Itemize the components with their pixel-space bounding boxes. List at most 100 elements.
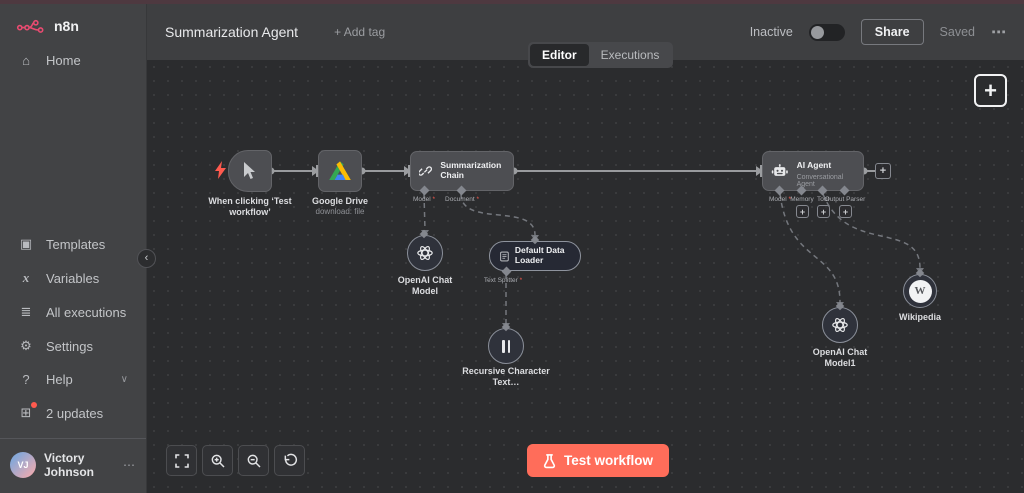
logo-row[interactable]: n8n xyxy=(0,4,146,44)
active-toggle[interactable] xyxy=(808,23,845,41)
zoom-in-button[interactable] xyxy=(202,445,233,476)
splitter-bars-icon xyxy=(502,339,510,353)
sidebar-item-label: All executions xyxy=(46,304,127,320)
wikipedia-icon: W xyxy=(908,279,932,303)
brand-name: n8n xyxy=(54,18,79,34)
port-label: Output Parser xyxy=(824,196,866,203)
sidebar-spacer xyxy=(0,77,146,227)
header-actions: Inactive Share Saved ⋯ xyxy=(750,19,1006,45)
sidebar-item-label: 2 updates xyxy=(46,405,104,421)
workflow-title[interactable]: Summarization Agent xyxy=(165,24,299,40)
tab-editor[interactable]: Editor xyxy=(530,44,589,66)
port-label: Text Splitter * xyxy=(483,277,523,284)
user-menu[interactable]: VJ Victory Johnson ⋯ xyxy=(0,439,146,493)
port-label: Model * xyxy=(768,196,792,203)
sidebar-item-all-executions[interactable]: ≣ All executions xyxy=(0,295,146,329)
node-subtitle: Conversational Agent xyxy=(796,173,844,188)
connections-layer xyxy=(267,165,924,329)
notification-dot xyxy=(31,402,37,408)
zoom-out-button[interactable] xyxy=(238,445,269,476)
sidebar-item-label: Home xyxy=(46,53,81,68)
executions-list-icon: ≣ xyxy=(20,304,32,319)
node-label: OpenAI Chat Model xyxy=(397,275,453,297)
sidebar-item-label: Templates xyxy=(46,236,106,252)
workflow-canvas[interactable]: When clicking ‘Test workflow’ Google Dri… xyxy=(147,60,1024,493)
active-status-label: Inactive xyxy=(749,25,793,39)
node-title: Default Data Loader xyxy=(514,245,565,265)
sidebar-collapse-button[interactable]: ‹ xyxy=(137,249,156,268)
sidebar-item-updates[interactable]: ⊞ 2 updates xyxy=(0,396,146,430)
sidebar: n8n ⌂ Home ▣ Templates x Variables ≣ All… xyxy=(0,4,147,493)
node-default-data-loader[interactable]: Default Data Loader xyxy=(489,241,581,271)
chain-link-icon xyxy=(419,166,432,176)
canvas-zoom-controls xyxy=(166,445,305,476)
node-label: OpenAI Chat Model1 xyxy=(812,347,868,369)
node-label: Wikipedia xyxy=(899,312,941,322)
home-icon: ⌂ xyxy=(22,53,30,68)
user-more-icon[interactable]: ⋯ xyxy=(123,458,136,472)
toggle-knob xyxy=(810,25,824,39)
node-ai-agent[interactable]: AI Agent Conversational Agent xyxy=(762,151,864,191)
sidebar-item-label: Settings xyxy=(46,338,93,354)
node-label: Google Drive download: file xyxy=(311,196,368,217)
sidebar-item-templates[interactable]: ▣ Templates xyxy=(0,227,146,261)
gift-icon: ⊞ xyxy=(18,402,37,421)
node-recursive-text-splitter[interactable] xyxy=(488,328,524,364)
zoom-in-icon xyxy=(211,454,225,468)
cursor-icon xyxy=(243,161,255,179)
reset-zoom-button[interactable] xyxy=(274,445,305,476)
node-label: When clicking ‘Test workflow’ xyxy=(208,196,292,218)
node-label: Recursive Character Text… xyxy=(462,366,550,388)
test-workflow-label: Test workflow xyxy=(564,453,654,468)
variables-icon: x xyxy=(22,270,30,285)
fit-view-icon xyxy=(174,453,189,468)
top-accent-strip xyxy=(0,0,1024,4)
sidebar-item-label: Help xyxy=(46,372,73,387)
port-label: Document * xyxy=(445,196,479,203)
google-drive-icon xyxy=(329,161,351,180)
avatar: VJ xyxy=(10,452,36,478)
node-google-drive[interactable] xyxy=(318,150,362,192)
node-title-group: AI Agent Conversational Agent xyxy=(797,155,855,188)
user-name: Victory Johnson xyxy=(44,451,94,479)
node-openai-chat-model[interactable] xyxy=(407,235,443,271)
robot-icon xyxy=(771,163,788,176)
port-label: Memory xyxy=(790,196,814,203)
flask-icon xyxy=(543,453,556,468)
fit-view-button[interactable] xyxy=(166,445,197,476)
add-output-parser-button[interactable]: + xyxy=(839,205,852,218)
share-button[interactable]: Share xyxy=(860,19,924,45)
undo-icon xyxy=(284,453,297,466)
openai-icon xyxy=(417,246,433,260)
tab-executions[interactable]: Executions xyxy=(600,48,660,62)
add-tool-button[interactable]: + xyxy=(817,205,830,218)
add-next-node-button[interactable]: + xyxy=(875,163,891,179)
sidebar-item-label: Variables xyxy=(46,270,100,286)
sidebar-item-variables[interactable]: x Variables xyxy=(0,261,146,295)
sidebar-item-settings[interactable]: ⚙ Settings xyxy=(0,329,146,363)
gear-icon: ⚙ xyxy=(20,338,32,353)
help-icon: ? xyxy=(22,372,30,387)
n8n-logo-icon xyxy=(16,19,44,33)
node-manual-trigger[interactable] xyxy=(228,150,272,192)
templates-icon: ▣ xyxy=(19,236,33,251)
add-node-button[interactable]: + xyxy=(974,74,1007,107)
test-workflow-button[interactable]: Test workflow xyxy=(527,444,670,477)
node-openai-chat-model1[interactable] xyxy=(822,307,858,343)
openai-icon xyxy=(832,318,848,332)
header-more-icon[interactable]: ⋯ xyxy=(991,24,1006,41)
sidebar-divider xyxy=(0,438,146,439)
port-label: Model * xyxy=(412,196,436,203)
node-title: AI Agent xyxy=(796,159,832,170)
node-wikipedia[interactable]: W xyxy=(903,274,937,308)
editor-executions-tabs: Editor Executions xyxy=(528,42,674,68)
sidebar-item-home[interactable]: ⌂ Home xyxy=(0,44,146,77)
node-title: Summarization Chain xyxy=(440,160,502,180)
add-tag-button[interactable]: + Add tag xyxy=(334,25,386,39)
saved-status: Saved xyxy=(939,25,975,39)
sidebar-item-help[interactable]: ? Help ∨ xyxy=(0,363,146,396)
document-icon xyxy=(500,251,509,261)
node-summarization-chain[interactable]: Summarization Chain xyxy=(410,151,514,191)
port-label: Tool xyxy=(817,196,829,203)
add-memory-button[interactable]: + xyxy=(796,205,809,218)
